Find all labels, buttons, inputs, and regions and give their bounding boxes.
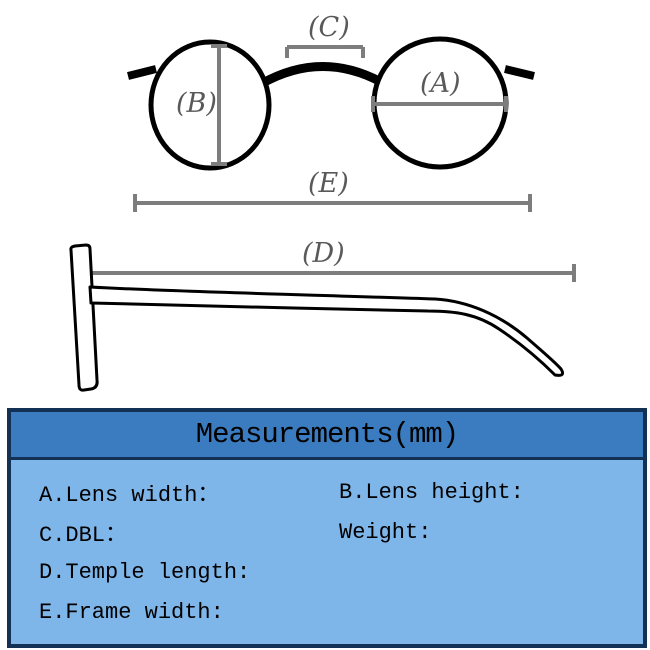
temple-length-label: (D) bbox=[302, 238, 345, 269]
measurement-cell-c: C.DBL： bbox=[39, 523, 128, 548]
frame-width-measure bbox=[133, 194, 532, 212]
measurements-table-body: A.Lens width： B.Lens height: C.DBL： Weig… bbox=[11, 460, 643, 632]
lens-height-measure bbox=[211, 44, 227, 166]
lens-width-measure bbox=[371, 96, 508, 112]
measurement-cell-e: E.Frame width: bbox=[39, 599, 224, 625]
table-row: C.DBL： Weight: bbox=[39, 512, 643, 552]
right-temple-stub bbox=[504, 65, 535, 80]
side-temple-arm bbox=[88, 285, 564, 377]
table-row: A.Lens width： B.Lens height: bbox=[39, 472, 643, 512]
measurement-cell-d: D.Temple length: bbox=[39, 559, 251, 585]
lens-width-label: (A) bbox=[420, 68, 461, 99]
lens-height-label: (B) bbox=[176, 88, 217, 119]
left-temple-stub bbox=[127, 65, 157, 80]
bridge bbox=[258, 62, 384, 88]
left-lens bbox=[148, 39, 272, 171]
measurements-table: Measurements(mm) A.Lens width： B.Lens he… bbox=[7, 408, 647, 648]
table-row: E.Frame width: bbox=[39, 592, 643, 632]
glasses-diagram: (C) (B) (A) (E) (D) bbox=[69, 12, 576, 392]
glasses-front-view: (C) (B) (A) (E) bbox=[127, 12, 535, 212]
measurement-cell-weight: Weight: bbox=[339, 519, 432, 545]
measurements-table-header: Measurements(mm) bbox=[11, 412, 643, 460]
side-rim bbox=[69, 243, 99, 392]
frame-width-label: (E) bbox=[308, 168, 349, 199]
glasses-side-view: (D) bbox=[69, 238, 576, 392]
dbl-measure bbox=[285, 45, 365, 58]
measurement-cell-b: B.Lens height: bbox=[339, 479, 524, 505]
dbl-label: (C) bbox=[308, 12, 350, 43]
measurements-title: Measurements(mm) bbox=[195, 418, 459, 451]
measurement-cell-a: A.Lens width： bbox=[39, 483, 220, 508]
table-row: D.Temple length: bbox=[39, 552, 643, 592]
